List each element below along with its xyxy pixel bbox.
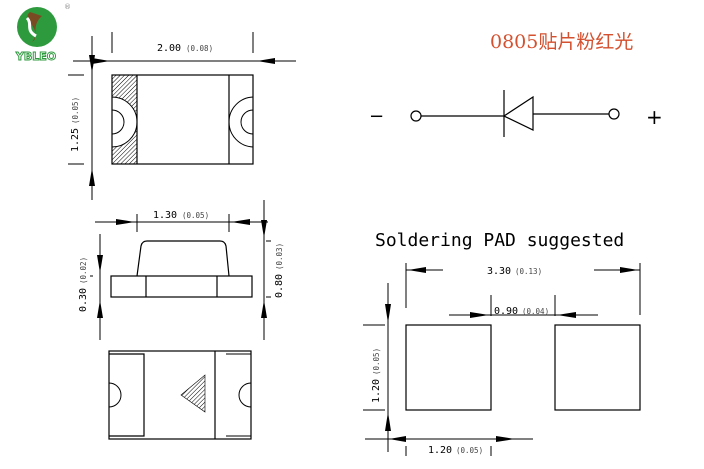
pad-span-dim: 3.30 (487, 266, 511, 277)
top-view: 2.00 (0.08) 1.25 (0.05) (68, 32, 296, 200)
brand-logo: YBLEO ® (14, 3, 71, 64)
pad-height-dim: 1.20 (371, 379, 382, 403)
pad-height-dim-inch: (0.05) (372, 348, 381, 375)
lens-dim-inch: (0.05) (182, 211, 209, 220)
solder-pad-layout: Soldering PAD suggested 3.30 (0.13) 0.90… (363, 230, 641, 456)
base-height-dim: 0.30 (78, 288, 89, 312)
width-dim: 2.00 (157, 43, 181, 54)
pad-heading: Soldering PAD suggested (375, 230, 624, 251)
total-height-dim-inch: (0.03) (275, 243, 284, 270)
width-dim-inch: (0.08) (186, 44, 213, 53)
cathode-label: − (369, 106, 384, 127)
height-dim-inch: (0.05) (71, 97, 80, 124)
polarity-triangle-icon (180, 374, 206, 413)
base-height-dim-inch: (0.02) (79, 257, 88, 284)
lens-dim: 1.30 (153, 210, 177, 221)
registered-mark: ® (64, 3, 71, 11)
pad-width-dim: 1.20 (428, 445, 452, 456)
brand-name: YBLEO (15, 50, 56, 63)
pad-gap-dim-inch: (0.04) (522, 307, 549, 316)
pad-width-dim-inch: (0.05) (456, 446, 483, 455)
diode-schematic: − + (369, 90, 663, 137)
height-dim: 1.25 (70, 128, 81, 152)
pad-span-dim-inch: (0.13) (515, 267, 542, 276)
product-title: 0805贴片粉红光 (490, 31, 633, 53)
pad-gap-dim: 0.90 (494, 306, 518, 317)
anode-label: + (646, 105, 663, 129)
bottom-view (108, 350, 252, 440)
side-view: 1.30 (0.05) 0.30 (0.02) 0.80 (0.03) (78, 200, 285, 340)
total-height-dim: 0.80 (274, 274, 285, 298)
